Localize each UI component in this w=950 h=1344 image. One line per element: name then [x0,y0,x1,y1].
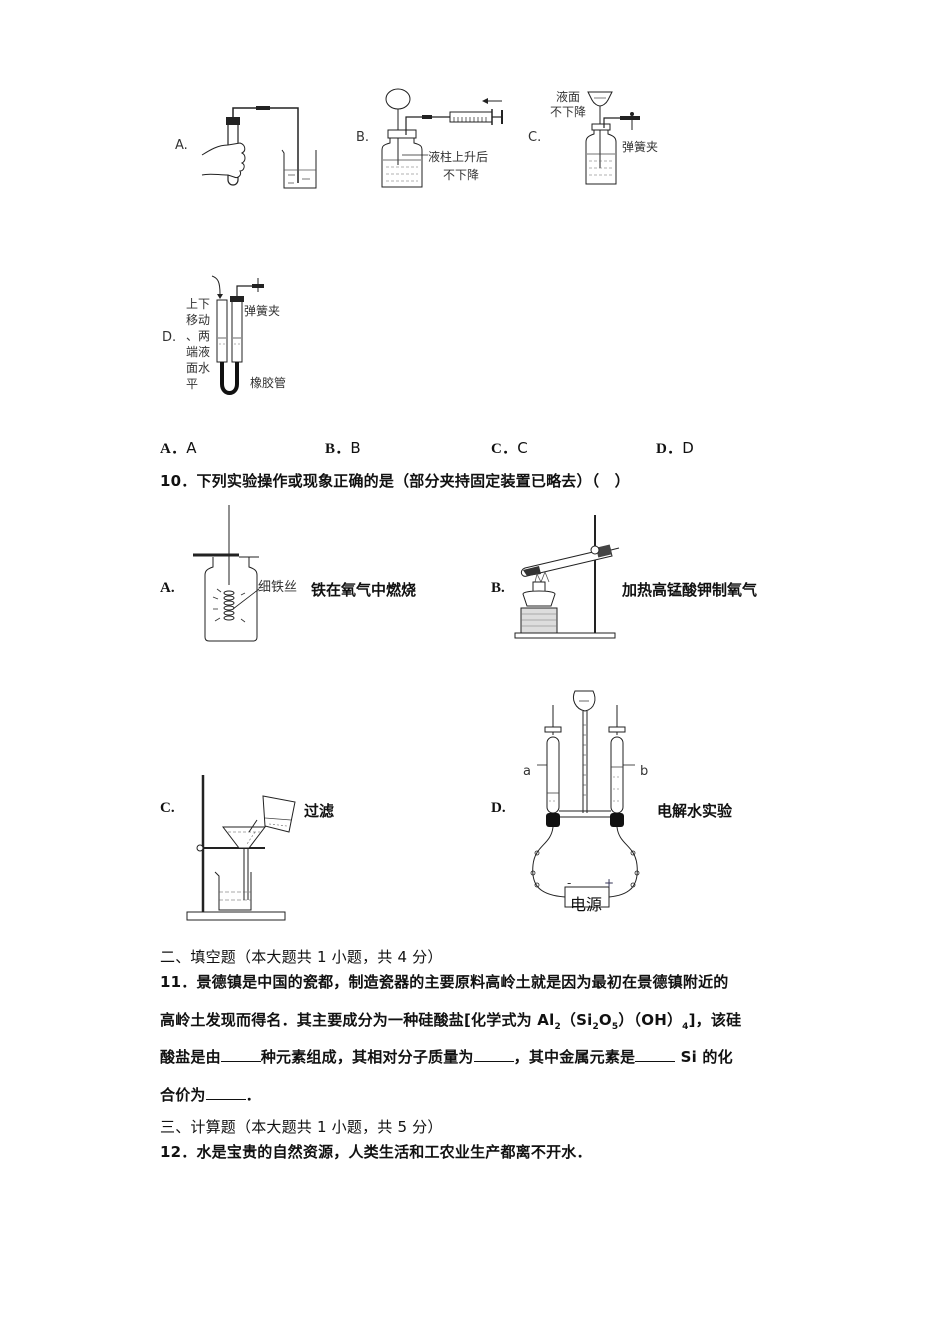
q10-d-letter: D. [491,800,506,816]
blank-si-valence[interactable] [205,1085,246,1100]
q11-line4: 合价为． [160,1085,261,1104]
q10-c-caption: 过滤 [304,802,335,820]
q10-d-minus: - [567,876,572,890]
q9-option-b[interactable]: B．B [325,439,361,457]
flask-clamp-icon [580,88,640,188]
section2-heading: 二、填空题（本大题共 1 小题，共 4 分） [160,948,443,966]
figure-b-annotation-1: 液柱上升后 [428,150,489,164]
q10-a-caption: 铁在氧气中燃烧 [311,581,417,599]
q11-line1: 11．景德镇是中国的瓷都，制造瓷器的主要原料高岭土就是因为最初在景德镇附近的 [160,973,729,991]
figure-d-letter: D. [162,330,177,345]
q10-a-letter: A. [160,580,175,596]
q10-d-label-a: a [523,764,531,779]
figure-a-letter: A. [175,138,188,153]
section3-heading: 三、计算题（本大题共 1 小题，共 5 分） [160,1118,443,1136]
figure-c-clamp-label: 弹簧夹 [622,140,659,154]
figure-b-annotation-2: 不下降 [443,168,480,182]
blank-element-count[interactable] [220,1047,261,1062]
figure-b-letter: B. [356,130,370,145]
figure-c-annotation-1: 液面 [556,90,581,104]
q12-stem: 12．水是宝贵的自然资源，人类生活和工农业生产都离不开水． [160,1143,592,1161]
q11-line3: 酸盐是由种元素组成，其相对分子质量为，其中金属元素是 Si 的化 [160,1047,733,1066]
figure-d-side-text: 上下 移动 、两 端液 面水 平 [186,297,211,391]
figure-d-tube-label: 橡胶管 [250,376,287,390]
q10-d-label-b: b [640,764,649,779]
q10-b-caption: 加热高锰酸钾制氧气 [622,581,758,599]
q10-a-figure-label: 细铁丝 [258,580,298,595]
u-tube-icon [212,272,264,402]
blank-molecular-mass[interactable] [473,1047,514,1062]
q11-line2: 高岭土发现而得名．其主要成分为一种硅酸盐[化学式为 Al2（Si2O5）（OH）… [160,1011,742,1032]
q9-option-d[interactable]: D．D [656,439,694,457]
electrolysis-apparatus-icon [525,685,655,925]
q10-b-letter: B. [491,580,505,596]
figure-c-letter: C. [528,130,542,145]
heating-test-tube-icon [515,510,630,640]
figure-c-annotation-2: 不下降 [550,105,587,119]
syringe-flask-icon [378,85,518,195]
q9-option-a[interactable]: A．A [160,439,197,457]
blank-metal-element[interactable] [635,1047,676,1062]
power-source-label: 电源 [570,895,603,914]
figure-d-clamp-label: 弹簧夹 [244,304,281,318]
q10-c-letter: C. [160,800,175,816]
filtration-icon [185,770,305,925]
iron-wire-bottle-icon [193,505,293,645]
q9-option-c[interactable]: C．C [491,439,528,457]
hand-test-tube-icon [200,106,330,195]
q10-d-caption: 电解水实验 [657,802,733,820]
q10-d-plus: + [604,876,615,890]
q10-stem: 10．下列实验操作或现象正确的是（部分夹持固定装置已略去）（ ） [160,472,630,490]
